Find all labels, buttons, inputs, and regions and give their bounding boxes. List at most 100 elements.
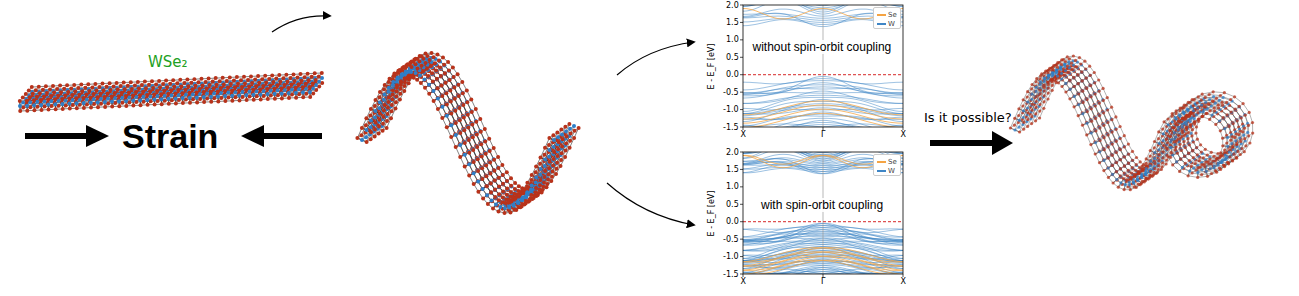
atom: [292, 72, 296, 76]
atom: [1122, 155, 1125, 158]
bond-line: [197, 79, 209, 103]
atom: [493, 195, 497, 199]
atom: [188, 101, 192, 105]
atom: [55, 87, 59, 91]
bond-line: [400, 56, 420, 79]
bond-line: [1095, 140, 1115, 154]
atom: [275, 83, 279, 87]
bond-line: [1024, 77, 1227, 187]
atom: [253, 78, 257, 82]
atom: [243, 81, 247, 85]
atom: [513, 197, 517, 201]
atom: [542, 170, 546, 174]
atom: [41, 88, 45, 92]
atom: [113, 91, 117, 95]
atom: [229, 82, 233, 86]
atom: [391, 80, 395, 84]
atom: [1080, 63, 1083, 66]
bond-line: [1223, 133, 1253, 147]
atom: [167, 102, 171, 106]
atom: [547, 172, 551, 176]
atom: [387, 95, 391, 99]
bond-line: [1053, 56, 1074, 80]
atom: [404, 70, 408, 74]
atom: [431, 89, 435, 93]
atom: [475, 145, 479, 149]
atom: [454, 133, 458, 137]
atom: [456, 93, 460, 97]
atom: [563, 125, 567, 129]
atom: [32, 103, 36, 107]
atom: [444, 91, 448, 95]
bond-line: [1166, 133, 1191, 147]
atom: [521, 187, 525, 191]
atom: [153, 103, 157, 107]
atom: [96, 100, 100, 104]
atom: [509, 176, 513, 180]
atom: [498, 205, 502, 209]
bond-line: [532, 161, 552, 180]
atom: [1131, 159, 1134, 162]
atom: [481, 187, 485, 191]
bond-line: [1182, 113, 1207, 127]
atom: [440, 94, 444, 98]
atom: [191, 87, 195, 91]
bond-line: [1058, 65, 1081, 83]
atom: [439, 74, 443, 78]
atom: [488, 181, 492, 185]
atom: [556, 135, 560, 139]
atom: [471, 160, 475, 164]
atom: [444, 101, 448, 105]
atom: [474, 132, 478, 136]
atom: [209, 100, 213, 104]
atom: [261, 84, 265, 88]
atom: [471, 147, 475, 151]
bond-line: [527, 171, 551, 188]
bond-line: [508, 194, 529, 213]
atom: [458, 118, 462, 122]
atom: [271, 80, 275, 84]
atom: [435, 86, 439, 90]
atom: [435, 77, 439, 81]
atom: [500, 163, 504, 167]
atom: [123, 87, 127, 91]
atom: [267, 77, 271, 81]
bond-line: [1047, 62, 1069, 81]
atom: [289, 76, 293, 80]
atom: [517, 184, 521, 188]
atom: [133, 83, 137, 87]
bond-line: [246, 76, 258, 100]
bond-line: [1166, 133, 1196, 148]
bond-line: [456, 129, 485, 147]
atom: [453, 108, 457, 112]
atom: [573, 129, 577, 133]
atom: [452, 96, 456, 100]
bond-line: [442, 100, 471, 118]
bond-line: [505, 194, 525, 213]
bond-line: [1146, 150, 1175, 164]
atom: [172, 85, 176, 89]
atom: [106, 91, 110, 95]
atom: [501, 173, 505, 177]
atom: [238, 98, 242, 102]
atom: [414, 62, 418, 66]
atom: [110, 100, 114, 104]
bond-line: [1020, 80, 1223, 190]
atom: [390, 109, 394, 113]
bond-line: [1124, 171, 1145, 190]
atom: [451, 66, 455, 70]
bond-line: [1193, 102, 1214, 116]
atom: [516, 201, 520, 205]
bond-line: [190, 79, 202, 103]
atom: [392, 72, 396, 76]
atom: [493, 188, 497, 192]
atom: [492, 169, 496, 173]
bond-line: [1066, 73, 1094, 93]
bond-line: [1010, 118, 1039, 132]
atom: [176, 88, 180, 92]
atom: [467, 138, 471, 142]
bond-line: [1138, 164, 1166, 178]
atom: [405, 70, 409, 74]
atom: [457, 118, 461, 122]
atom: [538, 183, 542, 187]
